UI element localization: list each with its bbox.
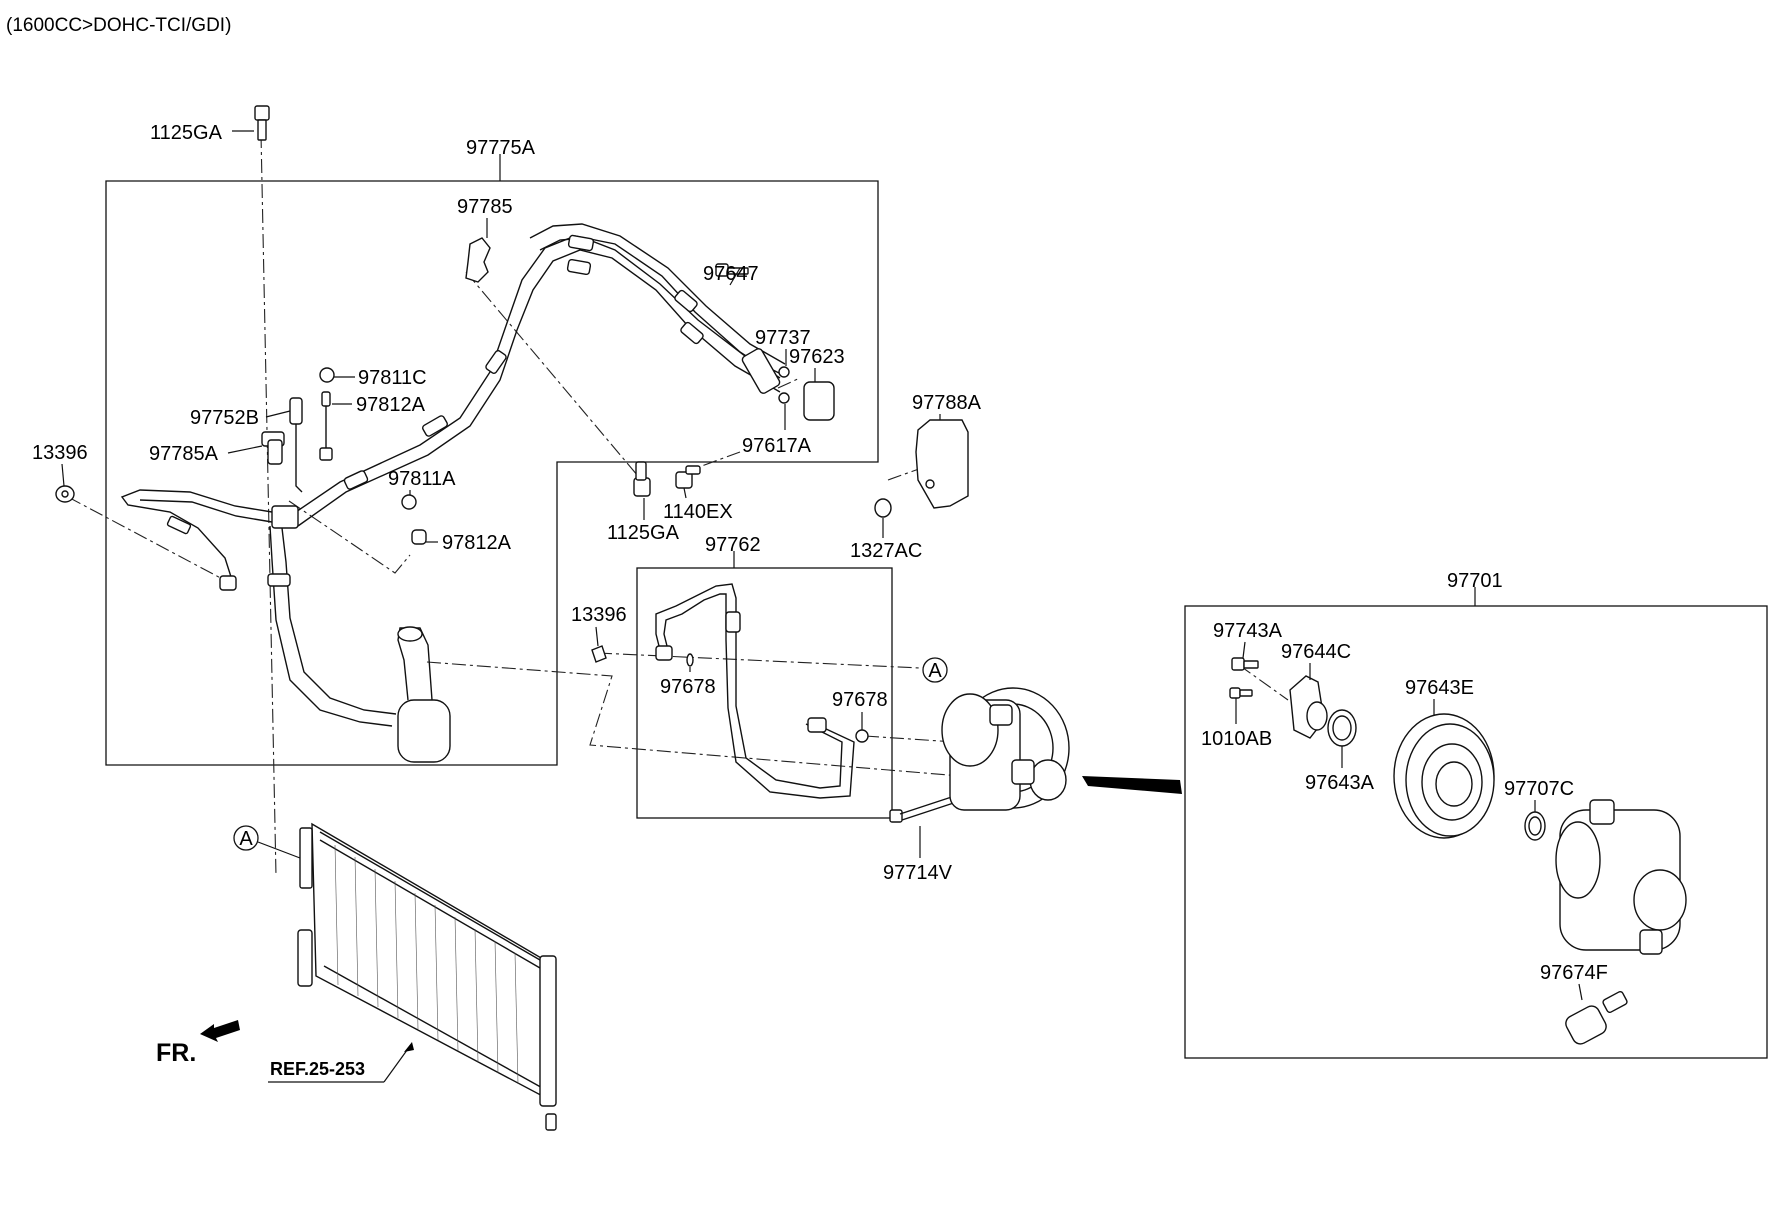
dashed-alignment-lines [67,133,1289,877]
label-97785A: 97785A [149,443,219,465]
label-97701: 97701 [1447,570,1503,592]
label-13396-left: 13396 [32,442,88,464]
label-97643A: 97643A [1305,772,1375,794]
label-97788A: 97788A [912,392,982,414]
condenser-ref-label: REF.25-253 [270,1059,365,1079]
label-97743A: 97743A [1213,620,1283,642]
condenser-fins [334,844,519,1085]
label-97737: 97737 [755,327,811,349]
front-direction-indicator: FR. [156,1020,240,1067]
label-1327AC: 1327AC [850,540,922,562]
label-97762: 97762 [705,534,761,556]
label-97785: 97785 [457,196,513,218]
front-label: FR. [156,1039,196,1067]
label-1125GA-low: 1125GA [607,522,680,544]
hose-assembly-box [105,180,879,766]
label-13396-mid: 13396 [571,604,627,626]
label-97811C: 97811C [358,367,427,389]
front-arrow-icon [200,1020,240,1042]
ref-callout-a-right: A [922,657,948,683]
label-97752B: 97752B [190,407,259,429]
ref-a-right-text: A [928,660,942,682]
discharge-hose-assembly [120,223,786,763]
condenser-reference: REF.25-253 [268,1042,414,1083]
ref-callout-a-left: A [233,825,301,859]
suction-hose [655,583,855,799]
compressor-assembly-box [1184,605,1768,1059]
label-1010AB: 1010AB [1201,728,1272,750]
label-97714V: 97714V [883,862,953,884]
label-97617A: 97617A [742,435,812,457]
label-1125GA-top: 1125GA [150,122,223,144]
hardware-items [55,105,988,823]
label-97643E: 97643E [1405,677,1474,699]
label-97674F: 97674F [1540,962,1608,984]
compressor-exploded-parts [1229,657,1687,1045]
part-labels: 1125GA 97775A 97785 97647 97737 97623 97… [32,122,1608,1001]
compressor-main [941,687,1182,811]
label-97812A-top: 97812A [356,394,426,416]
condenser [297,822,557,1131]
label-97647: 97647 [703,263,759,285]
compressor-arrow [1082,776,1182,794]
label-97678-b: 97678 [832,689,888,711]
label-1140EX: 1140EX [663,501,733,523]
engine-spec-label: (1600CC>DOHC-TCI/GDI) [6,15,231,36]
label-97775A: 97775A [466,137,536,159]
label-97623: 97623 [789,346,845,368]
label-97644C: 97644C [1281,641,1351,663]
ref-a-left-text: A [239,828,253,850]
label-97678-a: 97678 [660,676,716,698]
label-97707C: 97707C [1504,778,1574,800]
label-97812A-low: 97812A [442,532,512,554]
suction-hose-box [636,567,893,819]
label-97811A: 97811A [388,468,456,490]
